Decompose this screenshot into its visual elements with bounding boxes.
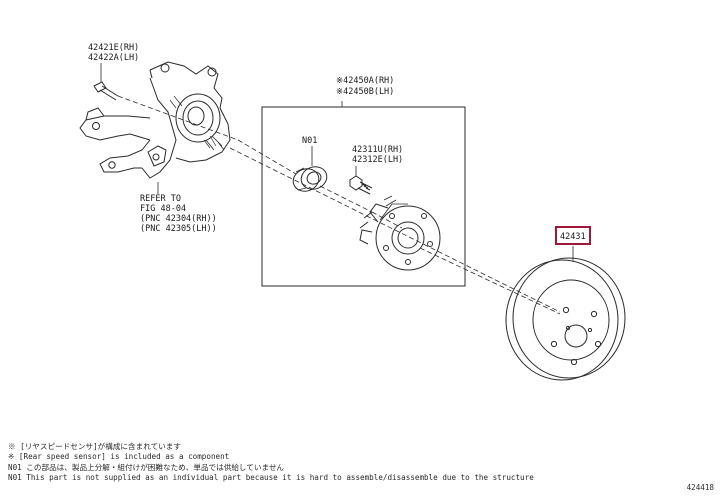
hub-assembly-box	[261, 106, 466, 287]
label-knuckle-lh[interactable]: 42422A(LH)	[88, 53, 139, 63]
label-bolt-lh[interactable]: 42312E(LH)	[352, 155, 403, 165]
disc-label-highlight	[555, 226, 591, 245]
steering-knuckle-drawing	[79, 61, 231, 179]
leader-lines	[100, 63, 574, 262]
footnotes: ※ [リヤスピードセンサ]が構成に含まれています ※ [Rear speed s…	[8, 442, 648, 484]
label-n01[interactable]: N01	[302, 136, 317, 146]
diagram-id: 424418	[686, 483, 714, 492]
dashed-guide-lines	[117, 95, 561, 315]
hub-bearing-drawing	[359, 195, 441, 271]
label-bolt-rh[interactable]: 42311U(RH)	[352, 145, 403, 155]
refer-line-3[interactable]: (PNC 42304(RH))	[140, 214, 217, 224]
hub-bolt-drawing	[349, 175, 373, 195]
knuckle-bolt-drawing	[93, 81, 119, 101]
label-disc[interactable]: 42431	[560, 232, 586, 242]
label-hub-assy-lh[interactable]: ※42450B(LH)	[336, 87, 394, 97]
seal-n01-drawing	[292, 166, 328, 192]
label-hub-assy-rh[interactable]: ※42450A(RH)	[336, 76, 394, 86]
footnote-3: N01 この部品は、製品上分解・組付けが困難なため、単品では供給していません	[8, 462, 285, 472]
refer-line-4[interactable]: (PNC 42305(LH))	[140, 224, 217, 234]
refer-line-1[interactable]: REFER TO	[140, 194, 181, 204]
label-knuckle-rh[interactable]: 42421E(RH)	[88, 43, 139, 53]
footnote-4: N01 This part is not supplied as an indi…	[8, 473, 534, 483]
brake-disc-drawing	[505, 257, 626, 381]
footnote-1: ※ [リヤスピードセンサ]が構成に含まれています	[8, 442, 181, 451]
refer-line-2[interactable]: FIG 48-04	[140, 204, 186, 214]
footnote-2: ※ [Rear speed sensor] is included as a c…	[8, 452, 230, 462]
